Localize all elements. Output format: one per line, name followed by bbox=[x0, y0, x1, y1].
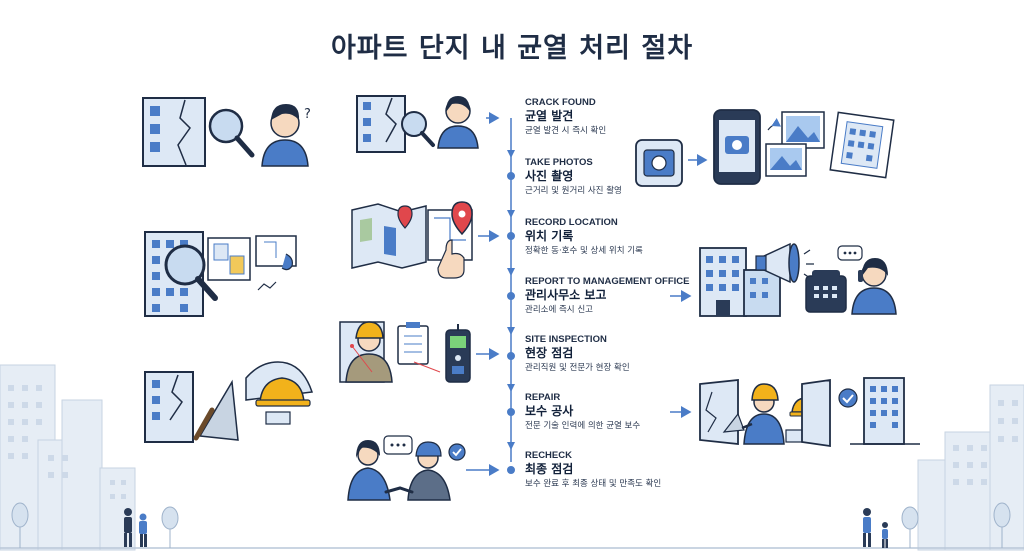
step-description: 관리직원 및 전문가 현장 확인 bbox=[525, 363, 630, 373]
crack-meter-icon bbox=[445, 324, 471, 383]
page-title: 아파트 단지 내 균열 처리 절차 bbox=[330, 33, 694, 64]
step-record-location: RECORD LOCATION 위치 기록 정확한 동·호수 및 상세 위치 기… bbox=[525, 217, 643, 257]
smartphone-camera-icon bbox=[635, 109, 761, 187]
photo-prints-icon bbox=[765, 111, 895, 179]
step-ko-title: 균열 발견 bbox=[525, 109, 574, 123]
magnifier-icon bbox=[208, 108, 255, 158]
step-en-label: SITE INSPECTION bbox=[525, 334, 607, 345]
step-crack-found: CRACK FOUND 균열 발견 균열 발견 시 즉시 확인 bbox=[525, 97, 606, 137]
cracked-wall-icon bbox=[142, 97, 206, 167]
trees bbox=[11, 502, 1011, 548]
check-badge-icon bbox=[838, 388, 858, 408]
floor-map-icon bbox=[207, 237, 251, 281]
step-report-to-management-office: REPORT TO MANAGEMENT OFFICE 관리사무소 보고 관리소… bbox=[525, 276, 690, 316]
step-ko-title: 사진 촬영 bbox=[525, 169, 574, 183]
step-recheck: RECHECK 최종 점검 보수 완료 후 최종 상태 및 만족도 확인 bbox=[525, 450, 661, 490]
worried-person-icon: ? bbox=[261, 104, 311, 167]
checklist-icon bbox=[397, 322, 441, 373]
walking-people-left bbox=[124, 508, 147, 547]
timeline bbox=[507, 118, 515, 474]
step-ko-title: 위치 기록 bbox=[525, 229, 574, 243]
connector-arrows bbox=[466, 112, 708, 476]
cracked-wall-icon bbox=[801, 378, 831, 448]
repair-worker-icon bbox=[699, 379, 825, 445]
step-en-label: TAKE PHOTOS bbox=[525, 157, 593, 168]
inspector-icon bbox=[339, 321, 393, 383]
step-en-label: CRACK FOUND bbox=[525, 97, 596, 108]
worried-person-icon bbox=[437, 96, 479, 149]
building-icon bbox=[850, 377, 920, 445]
telephone-icon bbox=[255, 235, 297, 291]
magnifier-icon bbox=[164, 244, 218, 301]
step-description: 보수 완료 후 최종 상태 및 만족도 확인 bbox=[525, 479, 662, 489]
step-description: 근거리 및 원거리 사진 촬영 bbox=[525, 186, 622, 196]
step-repair: REPAIR 보수 공사 전문 기술 인력에 의한 균열 보수 bbox=[525, 392, 640, 432]
step-en-label: REPORT TO MANAGEMENT OFFICE bbox=[525, 276, 690, 287]
step-site-inspection: SITE INSPECTION 현장 점검 관리직원 및 전문가 현장 확인 bbox=[525, 334, 630, 374]
phone-call-person-icon bbox=[837, 245, 897, 315]
handshake-icon bbox=[347, 440, 451, 501]
svg-text:?: ? bbox=[304, 107, 311, 122]
speech-bubble-icon bbox=[383, 435, 413, 455]
step-ko-title: 보수 공사 bbox=[525, 404, 574, 418]
step-en-label: REPAIR bbox=[525, 392, 561, 403]
trowel-icon bbox=[193, 379, 239, 441]
walking-people-right bbox=[863, 508, 888, 548]
floor-map-icon bbox=[351, 203, 427, 269]
cracked-wall-icon bbox=[144, 371, 194, 443]
step-description: 관리소에 즉시 신고 bbox=[525, 305, 593, 315]
step-ko-title: 최종 점검 bbox=[525, 462, 574, 476]
step-en-label: RECHECK bbox=[525, 450, 572, 461]
check-badge-icon bbox=[448, 443, 466, 461]
hard-hat-icon bbox=[245, 361, 314, 425]
step-description: 균열 발견 시 즉시 확인 bbox=[525, 126, 607, 136]
step-take-photos: TAKE PHOTOS 사진 촬영 근거리 및 원거리 사진 촬영 bbox=[525, 157, 622, 197]
cracked-wall-icon bbox=[356, 95, 435, 153]
step-ko-title: 현장 점검 bbox=[525, 346, 574, 360]
step-description: 전문 기술 인력에 의한 균열 보수 bbox=[525, 421, 641, 431]
step-ko-title: 관리사무소 보고 bbox=[525, 288, 607, 302]
building-icon bbox=[699, 247, 781, 317]
telephone-icon bbox=[805, 270, 847, 313]
step-en-label: RECORD LOCATION bbox=[525, 217, 618, 228]
step-description: 정확한 동·호수 및 상세 위치 기록 bbox=[525, 246, 643, 256]
location-pin-icon bbox=[427, 201, 473, 279]
